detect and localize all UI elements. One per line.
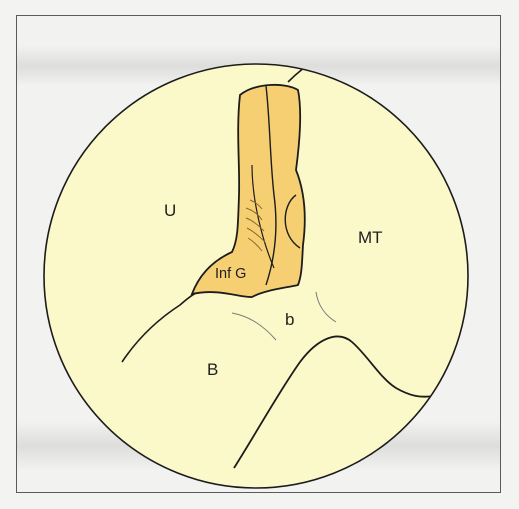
- label-mt: MT: [358, 228, 383, 247]
- label-b-large: B: [207, 360, 218, 379]
- label-inf-g: Inf G: [215, 266, 246, 282]
- label-b-small: b: [285, 310, 294, 329]
- label-u: U: [164, 201, 176, 220]
